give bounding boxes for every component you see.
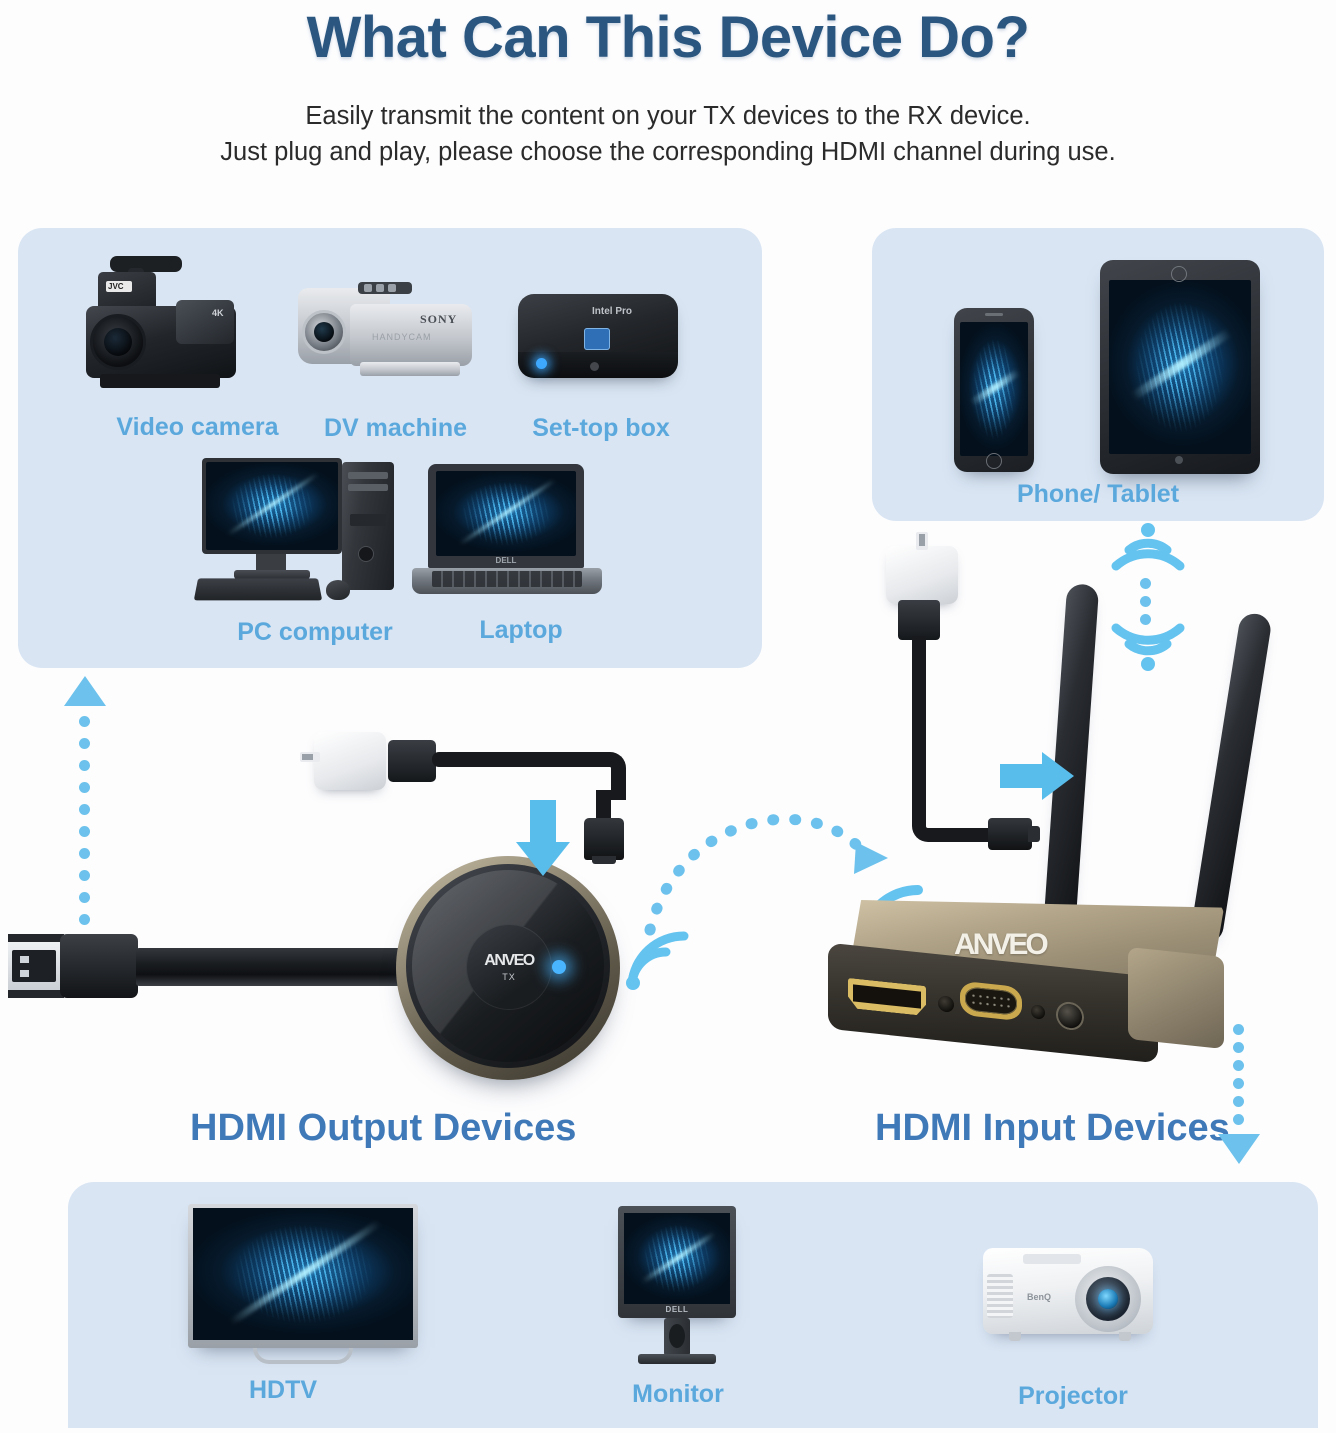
- page-subtitle: Easily transmit the content on your TX d…: [0, 98, 1336, 170]
- flow-arc-tx-to-rx: [640, 780, 910, 940]
- camcorder-sony-icon: SONY HANDYCAM: [288, 266, 503, 411]
- rx-receiver-device: ANVEO: [828, 900, 1224, 1064]
- subtitle-line-1: Easily transmit the content on your TX d…: [305, 102, 1031, 130]
- rx-power-cable-run: [950, 828, 992, 842]
- caption-hdmi-input-devices: HDMI Input Devices: [875, 1107, 1230, 1149]
- laptop-brand: DELL: [495, 556, 517, 565]
- tx-power-cable: [432, 752, 610, 767]
- tx-power-adapter-icon: [300, 732, 386, 792]
- device-label-phone-tablet: Phone/ Tablet: [1016, 480, 1180, 508]
- hdtv-icon: [128, 1200, 438, 1372]
- camcorder-jvc-icon: JVC 4K: [80, 248, 315, 408]
- hdmi-flat-cable: [136, 948, 436, 986]
- device-label-projector: Projector: [1018, 1382, 1128, 1410]
- tx-transmitter-device: ANVEO TX: [396, 856, 620, 1088]
- wifi-icon-tx: [624, 930, 696, 992]
- set-top-box-icon: Intel Pro: [496, 266, 706, 411]
- rx-logo: ANVEO: [954, 928, 1049, 961]
- projector-brand: BenQ: [1027, 1292, 1052, 1302]
- phone-tablet-icon: [872, 242, 1324, 474]
- device-laptop: DELL Laptop: [406, 458, 636, 648]
- device-hdtv: HDTV: [128, 1200, 438, 1410]
- device-label-pc-computer: PC computer: [237, 618, 393, 646]
- device-label-video-camera: Video camera: [116, 413, 279, 441]
- tx-power-cable-drop: [596, 790, 611, 826]
- device-pc-computer: PC computer: [190, 450, 440, 650]
- desktop-pc-icon: [190, 450, 440, 610]
- laptop-icon: DELL: [406, 458, 636, 608]
- device-label-monitor: Monitor: [632, 1380, 724, 1408]
- rx-antenna-right: [1189, 611, 1273, 945]
- wifi-icon-rx-up: [1110, 520, 1186, 572]
- device-set-top-box: Intel Pro Set-top box: [496, 266, 706, 448]
- device-projector: BenQ Projector: [923, 1230, 1223, 1410]
- page-title: What Can This Device Do?: [306, 5, 1030, 70]
- rx-power-cable: [912, 636, 926, 818]
- tx-micro-usb-plug: [584, 818, 624, 860]
- monitor-brand: DELL: [665, 1305, 689, 1314]
- device-dv-machine: SONY HANDYCAM DV machine: [288, 266, 503, 448]
- wifi-icon-rx-down: [1110, 620, 1186, 672]
- rx-power-adapter-icon: [884, 532, 962, 604]
- tx-mode-label: TX: [502, 972, 516, 982]
- device-video-camera: JVC 4K Video camera: [80, 248, 315, 448]
- device-phone-tablet: Phone/ Tablet: [872, 242, 1324, 512]
- tx-power-cable-bend: [588, 752, 626, 800]
- monitor-icon: DELL: [528, 1204, 828, 1376]
- panel-tx-mobile-devices: Phone/ Tablet: [872, 228, 1324, 521]
- hdmi-male-connector: [8, 930, 68, 1002]
- projector-icon: BenQ: [923, 1230, 1223, 1378]
- rx-power-cable-bend: [912, 800, 958, 842]
- device-label-hdtv: HDTV: [248, 1376, 318, 1404]
- panel-rx-output-devices: HDTV DELL Monitor: [68, 1182, 1318, 1428]
- rx-power-connector: [898, 600, 940, 640]
- device-label-dv-machine: DV machine: [323, 414, 468, 442]
- tx-power-connector: [388, 740, 436, 782]
- subtitle-line-2: Just plug and play, please choose the co…: [220, 138, 1116, 166]
- device-label-set-top-box: Set-top box: [532, 414, 670, 442]
- caption-hdmi-output-devices: HDMI Output Devices: [190, 1107, 577, 1149]
- device-monitor: DELL Monitor: [528, 1204, 828, 1410]
- hdmi-connector-shell: [60, 934, 138, 998]
- tx-led-icon: [552, 960, 566, 974]
- device-label-laptop: Laptop: [479, 616, 563, 644]
- set-top-box-brand: Intel Pro: [592, 306, 633, 317]
- rx-micro-usb-plug: [988, 818, 1032, 850]
- tx-logo: ANVEO: [484, 952, 535, 969]
- panel-tx-wired-devices: JVC 4K Video camera SONY HANDYCAM: [18, 228, 762, 668]
